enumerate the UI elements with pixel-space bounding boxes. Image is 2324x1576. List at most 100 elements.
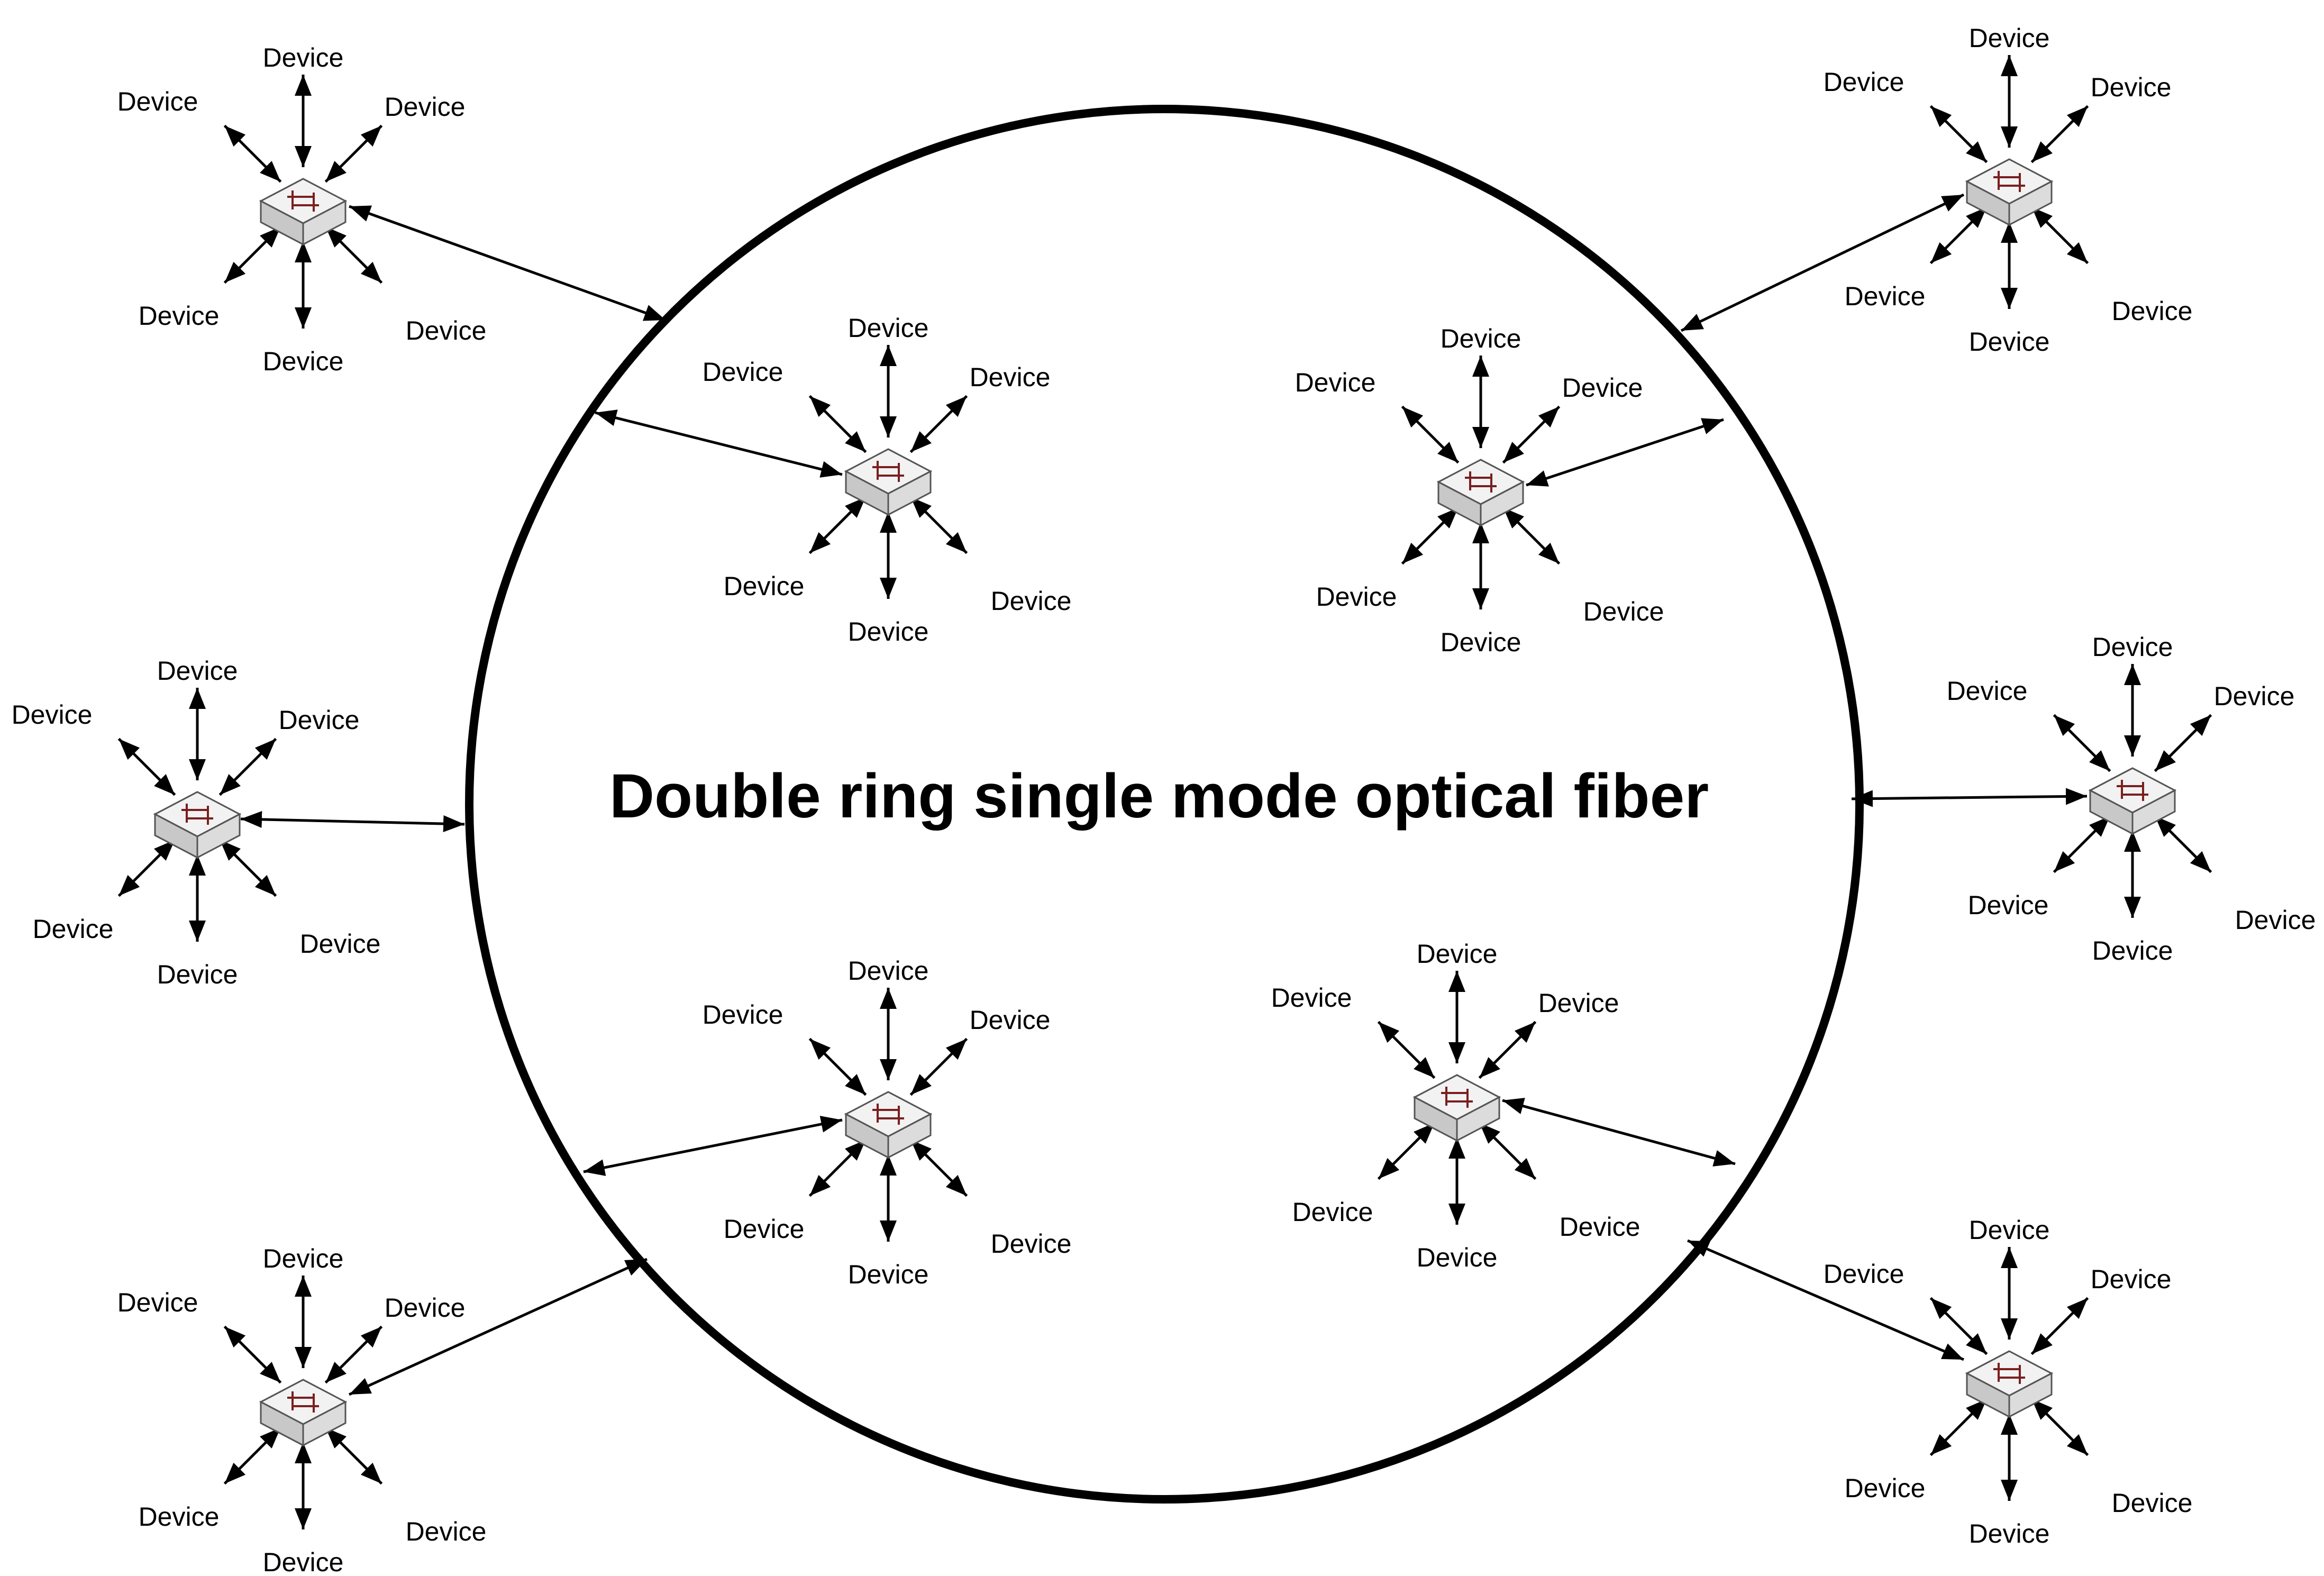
device-label: Device [1417, 939, 1498, 969]
device-link [1377, 1021, 1436, 1079]
device-label: Device [1271, 983, 1352, 1013]
device-link [2030, 1398, 2089, 1456]
device-label: Device [117, 1288, 198, 1317]
device-label: Device [1583, 597, 1664, 626]
device-label: Device [703, 1000, 783, 1030]
device-label: Device [1292, 1197, 1373, 1227]
device-link [909, 1037, 968, 1096]
device-link [2154, 714, 2212, 772]
device-link [2053, 714, 2111, 772]
device-label: Device [1560, 1212, 1641, 1242]
device-link [324, 1325, 383, 1384]
switch-side [1456, 1096, 1500, 1142]
device-link [324, 124, 383, 183]
device-link [218, 737, 277, 796]
device-link [909, 1138, 968, 1197]
device-label: Device [1969, 327, 2050, 357]
device-link [808, 496, 867, 554]
fiber-link-inner-bottom-left [583, 1116, 843, 1176]
device-link [2030, 206, 2089, 265]
device-link [1929, 105, 1988, 163]
device-label: Device [12, 700, 93, 730]
device-link [324, 1426, 383, 1485]
device-link [1929, 1398, 1988, 1456]
device-label: Device [406, 1517, 487, 1546]
device-link [2030, 105, 2089, 163]
device-link [218, 839, 277, 897]
device-label: Device [2112, 1488, 2193, 1518]
device-link [2154, 815, 2212, 873]
device-label: Device [2112, 296, 2193, 326]
fiber-link-outer-middle-right [1851, 788, 2088, 807]
device-link [223, 1426, 282, 1485]
device-label: Device [1947, 676, 2028, 706]
device-label: Device [1845, 1473, 1926, 1503]
switch-side [2008, 180, 2053, 226]
device-link [2053, 815, 2111, 873]
fiber-link-outer-middle-left [240, 810, 465, 833]
device-link [1929, 206, 1988, 265]
device-label: Device [385, 1293, 466, 1323]
device-link [909, 496, 968, 554]
device-label: Device [157, 656, 238, 686]
device-label: Device [1562, 373, 1643, 403]
device-label: Device [1824, 1259, 1904, 1289]
device-label: Device [724, 571, 805, 601]
device-label: Device [117, 87, 198, 116]
device-label: Device [1845, 281, 1926, 311]
device-label: Device [139, 1502, 220, 1532]
fiber-link-inner-bottom-right [1502, 1098, 1736, 1167]
device-link [324, 225, 383, 284]
device-link [117, 737, 176, 796]
device-link [2030, 1297, 2089, 1355]
device-label: Device [263, 1244, 344, 1273]
device-link [117, 839, 176, 897]
device-label: Device [991, 586, 1072, 616]
fiber-link-outer-top-right [1680, 193, 1965, 332]
device-link [808, 1138, 867, 1197]
device-label: Device [1316, 582, 1397, 612]
device-label: Device [1441, 627, 1521, 657]
switch-side [2131, 789, 2176, 835]
device-label: Device [157, 960, 238, 989]
device-label: Device [2235, 905, 2316, 935]
device-label: Device [300, 929, 381, 959]
device-label: Device [703, 357, 783, 387]
device-label: Device [1538, 988, 1619, 1018]
fiber-link-outer-top-left [349, 205, 666, 322]
device-label: Device [2091, 1264, 2172, 1294]
switch-side [887, 1113, 932, 1159]
diagram-title: Double ring single mode optical fiber [609, 761, 1709, 831]
switch-side [196, 813, 241, 859]
device-label: Device [848, 617, 929, 646]
device-link [223, 225, 282, 284]
device-link [808, 395, 867, 453]
device-label: Device [279, 705, 360, 735]
device-label: Device [2092, 936, 2173, 965]
device-label: Device [139, 301, 220, 331]
switch-side [302, 199, 347, 246]
device-link [1929, 1297, 1988, 1355]
switch-side [1480, 480, 1524, 527]
device-label: Device [263, 347, 344, 376]
device-label: Device [1824, 67, 1904, 97]
device-label: Device [1417, 1243, 1498, 1272]
device-label: Device [2092, 632, 2173, 662]
device-label: Device [1969, 1215, 2050, 1245]
device-label: Device [991, 1229, 1072, 1259]
device-link [1502, 506, 1561, 565]
device-link [1478, 1021, 1537, 1079]
device-link [1401, 405, 1460, 464]
device-label: Device [2214, 681, 2295, 711]
device-link [808, 1037, 867, 1096]
